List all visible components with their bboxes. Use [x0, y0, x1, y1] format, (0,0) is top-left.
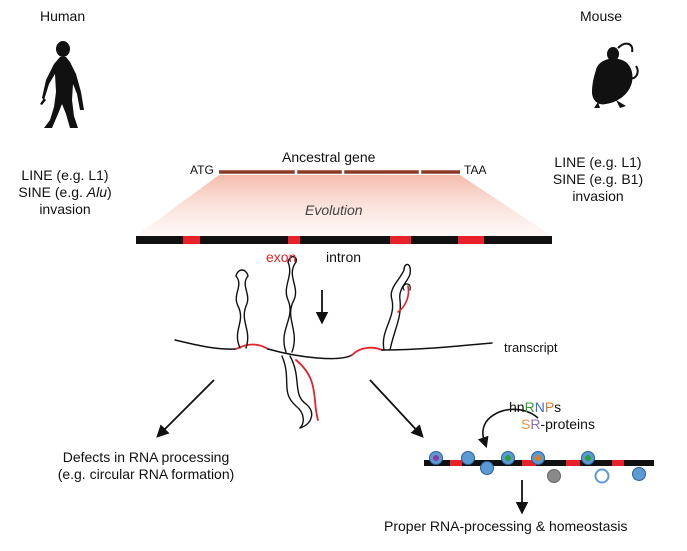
exon-block [566, 460, 580, 466]
human-label: Human [40, 8, 86, 24]
ancestral-gene [219, 168, 460, 176]
evolution-label: Evolution [305, 202, 363, 218]
mouse-line-text: LINE (e.g. L1) [554, 154, 642, 170]
alu-text: Alu [86, 184, 108, 200]
arrow-to-proper [369, 379, 424, 438]
hnrnps-label: hnRNPs [509, 399, 562, 415]
human-invasion-text: invasion [39, 201, 91, 217]
hnrnp-protein-core [433, 455, 439, 461]
defects-outcome: Defects in RNA processing (e.g. circular… [30, 449, 262, 483]
proper-processing-outcome: Proper RNA-processing & homeostasis [384, 518, 628, 534]
defects-line-2: (e.g. circular RNA formation) [57, 466, 235, 482]
mouse-repeats-block: LINE (e.g. L1) SINE (e.g. B1) invasion [536, 154, 660, 205]
exon-label: exon [266, 249, 297, 265]
exon-block [458, 236, 484, 244]
recruitment-arrow [477, 408, 539, 449]
ancestral-gene-title: Ancestral gene [282, 149, 376, 165]
exon-block [450, 460, 462, 466]
sr-proteins-label: SR-proteins [521, 416, 595, 432]
mouse-sine-text: SINE (e.g. B1) [552, 171, 644, 187]
hnrnp-protein [632, 467, 646, 481]
defects-line-1: Defects in RNA processing [62, 449, 230, 465]
hnrnp-protein-core [505, 455, 511, 461]
human-repeats-block: LINE (e.g. L1) SINE (e.g. Alu) invasion [0, 167, 130, 218]
exon-block [183, 236, 200, 244]
transcript-label: transcript [504, 340, 558, 355]
sr-protein-core [535, 455, 541, 461]
hnrnp-protein [461, 451, 475, 465]
start-codon-label: ATG [190, 163, 214, 177]
exon-block [390, 236, 411, 244]
exon-block [288, 236, 300, 244]
evolution-funnel [136, 175, 552, 236]
arrow-to-defects [156, 379, 215, 438]
mouse-invasion-text: invasion [572, 188, 624, 204]
mouse-label: Mouse [580, 8, 623, 24]
exon-block [522, 460, 536, 466]
transcript-rna [174, 256, 493, 429]
stop-codon-label: TAA [464, 163, 487, 177]
human-line-text: LINE (e.g. L1) [21, 167, 109, 183]
exon-block [612, 460, 624, 466]
evolved-gene [136, 236, 552, 244]
grey-protein [547, 469, 561, 483]
human-sine-text: SINE (e.g. Alu) [18, 184, 112, 200]
intron-label: intron [326, 249, 362, 265]
hnrnp-protein-core [585, 455, 591, 461]
mouse-silhouette-icon [592, 42, 639, 108]
hnrnp-protein [480, 461, 494, 475]
rna-binding-proteins [429, 451, 646, 484]
sr-protein [594, 468, 610, 484]
human-silhouette-icon [40, 41, 84, 128]
